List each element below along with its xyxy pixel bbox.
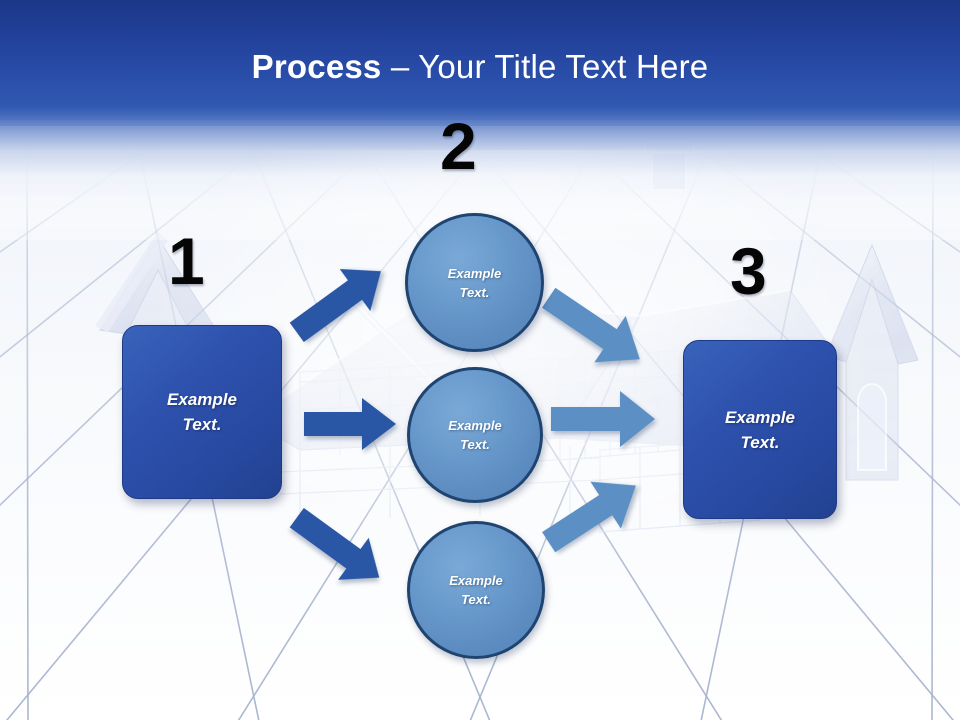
process-box-right-line1: Example [725, 407, 795, 427]
slide-title-strong: Process [251, 48, 382, 85]
process-box-right[interactable]: Example Text. [683, 340, 837, 519]
step-number-2: 2 [440, 109, 477, 183]
process-circle-middle[interactable]: Example Text. [407, 367, 543, 503]
process-circle-middle-line2: Text. [460, 437, 490, 452]
step-number-1: 1 [168, 224, 205, 298]
process-box-left-label: Example Text. [167, 387, 237, 437]
process-circle-top-line2: Text. [459, 284, 490, 300]
process-circle-bottom[interactable]: Example Text. [407, 521, 545, 659]
horizon-haze [0, 108, 960, 198]
step-number-3: 3 [730, 234, 767, 308]
process-box-left[interactable]: Example Text. [122, 325, 282, 499]
process-circle-top-line1: Example [447, 265, 502, 281]
process-box-left-line1: Example [167, 390, 237, 409]
process-box-left-line2: Text. [182, 415, 222, 434]
slide-title-rest: – Your Title Text Here [381, 48, 709, 85]
process-circle-bottom-line2: Text. [461, 592, 491, 607]
process-circle-middle-label: Example Text. [448, 416, 501, 454]
slide-title: Process – Your Title Text Here [0, 47, 960, 87]
process-box-right-line2: Text. [740, 432, 780, 452]
process-circle-middle-line1: Example [448, 418, 502, 433]
process-circle-top[interactable]: Example Text. [405, 213, 544, 352]
process-circle-top-label: Example Text. [448, 264, 501, 302]
process-box-right-label: Example Text. [725, 405, 795, 455]
process-circle-bottom-line1: Example [449, 573, 503, 588]
process-circle-bottom-label: Example Text. [449, 571, 502, 609]
